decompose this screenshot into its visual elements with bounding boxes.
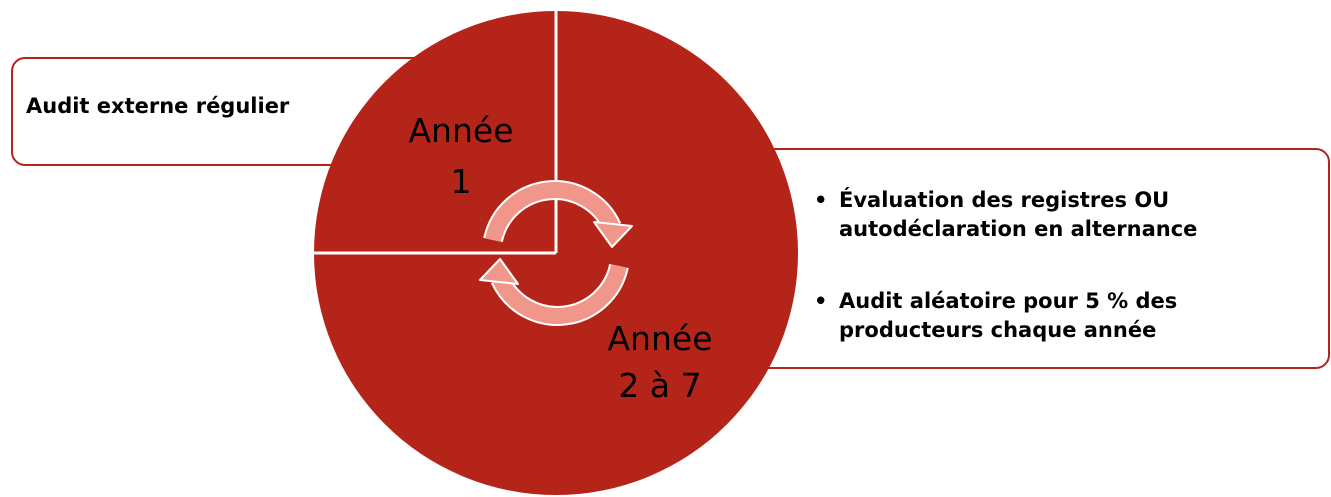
bullet-item-line1: Audit aléatoire pour 5 % des bbox=[839, 289, 1178, 313]
circular-arrows-icon bbox=[479, 180, 633, 326]
bullet-icon: • bbox=[814, 188, 828, 212]
bullet-item: • Évaluation des registres OU autodéclar… bbox=[808, 186, 1308, 244]
segment-year2to7-label-line1: Année bbox=[607, 319, 712, 358]
segment-year1-label-line1: Année bbox=[408, 111, 513, 150]
bullet-item: • Audit aléatoire pour 5 % des producteu… bbox=[808, 287, 1308, 345]
callout-year1-text: Audit externe régulier bbox=[26, 94, 290, 118]
bullet-item-line1: Évaluation des registres OU bbox=[839, 188, 1170, 212]
callout-year2to7-bullets: • Évaluation des registres OU autodéclar… bbox=[808, 186, 1308, 388]
segment-year1-label-line2: 1 bbox=[451, 162, 472, 201]
segment-year2to7-label-line2: 2 à 7 bbox=[618, 366, 701, 405]
bullet-item-line2: autodéclaration en alternance bbox=[839, 217, 1198, 241]
bullet-item-line2: producteurs chaque année bbox=[839, 318, 1157, 342]
bullet-icon: • bbox=[814, 289, 828, 313]
